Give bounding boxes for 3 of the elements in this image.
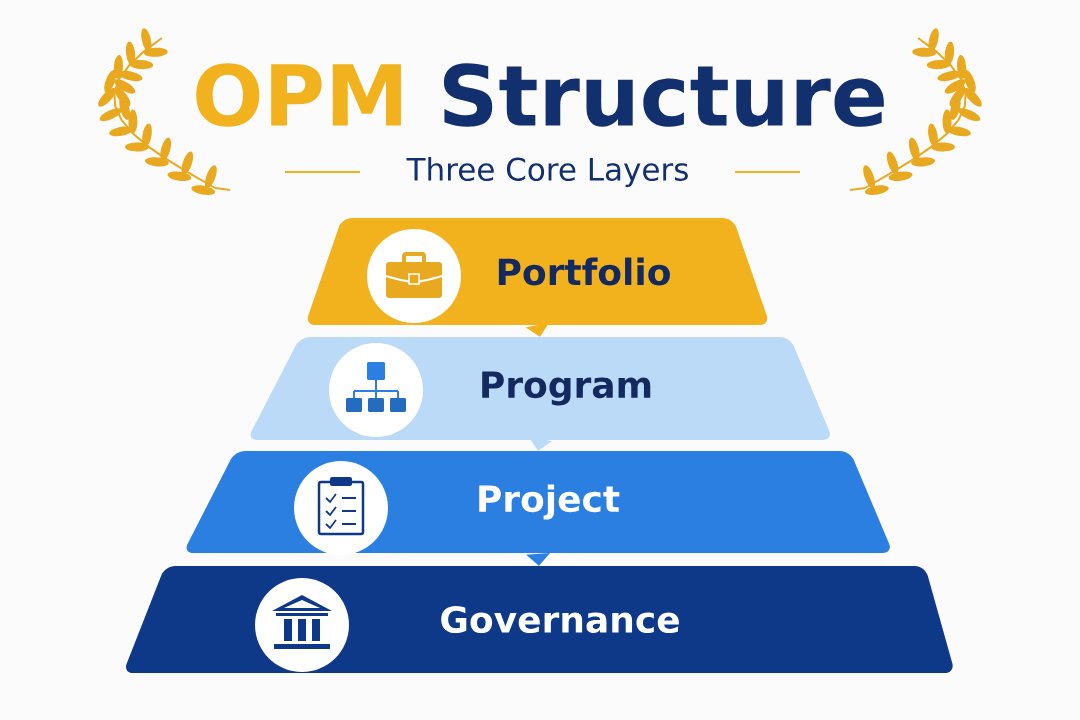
subtitle: Three Core Layers	[406, 157, 688, 187]
pointer-arrow	[526, 552, 550, 566]
title: OPM Structure	[196, 63, 884, 127]
